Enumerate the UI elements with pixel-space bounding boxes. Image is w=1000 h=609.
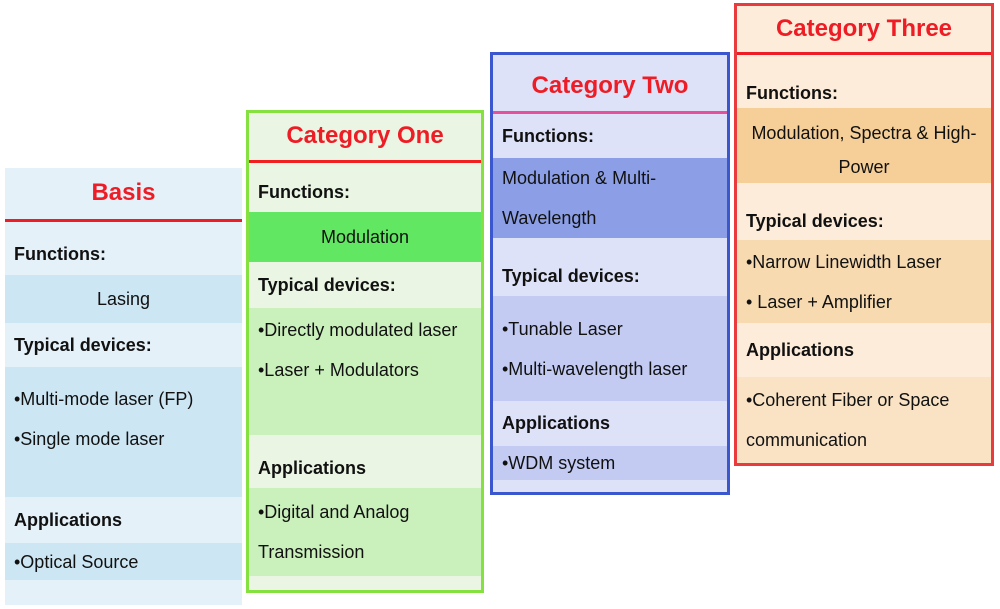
typical-devices-label: Typical devices: <box>746 211 884 231</box>
application-list-band: •WDM system <box>493 446 727 480</box>
functions-label: Functions: <box>746 83 838 103</box>
device-item: • Laser + Amplifier <box>746 291 892 312</box>
applications-label-row: Applications <box>737 323 991 377</box>
device-item: •Narrow Linewidth Laser <box>746 251 942 272</box>
functions-label: Functions: <box>502 125 594 146</box>
functions-value: Modulation <box>320 227 410 247</box>
device-item: •Single mode laser <box>14 429 165 449</box>
panel-title: Category Three <box>775 14 953 42</box>
applications-label: Applications <box>746 339 855 360</box>
panel-category-one: Category One Functions: Modulation Typic… <box>246 110 484 593</box>
device-item: •Multi-wavelength laser <box>502 358 688 379</box>
functions-label-row: Functions: <box>737 55 991 108</box>
device-item: •Laser + Modulators <box>258 360 419 380</box>
panel-basis: Basis Functions: Lasing Typical devices:… <box>5 168 242 605</box>
functions-value-band: Lasing <box>5 275 242 323</box>
functions-value-band: Modulation <box>249 212 481 262</box>
functions-label-row: Functions: <box>5 222 242 275</box>
device-list-band: •Directly modulated laser •Laser + Modul… <box>249 308 481 435</box>
panel-category-three: Category Three Functions: Modulation, Sp… <box>734 3 994 466</box>
applications-label-row: Applications <box>249 435 481 488</box>
functions-label: Functions: <box>258 182 350 202</box>
device-list-band: •Tunable Laser •Multi-wavelength laser <box>493 296 727 401</box>
device-list-band: •Narrow Linewidth Laser • Laser + Amplif… <box>737 240 991 323</box>
panel-footer-filler <box>249 576 481 590</box>
applications-label: Applications <box>502 413 611 433</box>
application-item: •Coherent Fiber or Space communication <box>746 390 950 450</box>
functions-value: Modulation, Spectra & High-Power <box>751 122 977 177</box>
typical-devices-label-row: Typical devices: <box>493 238 727 296</box>
typical-devices-label-row: Typical devices: <box>5 323 242 367</box>
functions-value: Modulation & Multi-Wavelength <box>502 168 657 228</box>
functions-value-band: Modulation, Spectra & High-Power <box>737 108 991 183</box>
typical-devices-label-row: Typical devices: <box>249 262 481 308</box>
typical-devices-label-row: Typical devices: <box>737 183 991 240</box>
typical-devices-label: Typical devices: <box>502 265 640 286</box>
panel-header: Category Three <box>737 6 991 55</box>
device-item: •Multi-mode laser (FP) <box>14 389 194 409</box>
applications-label-row: Applications <box>5 497 242 543</box>
device-list-band: •Multi-mode laser (FP) •Single mode lase… <box>5 367 242 497</box>
applications-label-row: Applications <box>493 401 727 446</box>
device-item: •Directly modulated laser <box>258 320 458 340</box>
functions-label-row: Functions: <box>493 114 727 158</box>
panel-header: Category Two <box>493 55 727 114</box>
application-list-band: •Optical Source <box>5 543 242 580</box>
panel-category-two: Category Two Functions: Modulation & Mul… <box>490 52 730 495</box>
panel-title: Category Two <box>531 71 689 99</box>
panel-header: Basis <box>5 168 242 222</box>
application-list-band: •Digital and Analog Transmission <box>249 488 481 576</box>
typical-devices-label: Typical devices: <box>258 274 396 295</box>
typical-devices-label: Typical devices: <box>14 334 152 355</box>
application-item: •Optical Source <box>14 551 139 572</box>
application-list-band: •Coherent Fiber or Space communication <box>737 377 991 463</box>
functions-value: Lasing <box>96 289 151 309</box>
panel-title: Basis <box>91 179 156 207</box>
panel-footer-filler <box>5 580 242 605</box>
functions-label-row: Functions: <box>249 163 481 212</box>
panel-footer-filler <box>493 480 727 492</box>
device-item: •Tunable Laser <box>502 318 623 339</box>
panel-title: Category One <box>286 122 444 150</box>
applications-label: Applications <box>258 458 367 478</box>
functions-value-band: Modulation & Multi-Wavelength <box>493 158 727 238</box>
application-item: •Digital and Analog Transmission <box>258 502 410 562</box>
applications-label: Applications <box>14 509 123 530</box>
panel-header: Category One <box>249 113 481 163</box>
functions-label: Functions: <box>14 244 106 264</box>
application-item: •WDM system <box>502 453 616 473</box>
